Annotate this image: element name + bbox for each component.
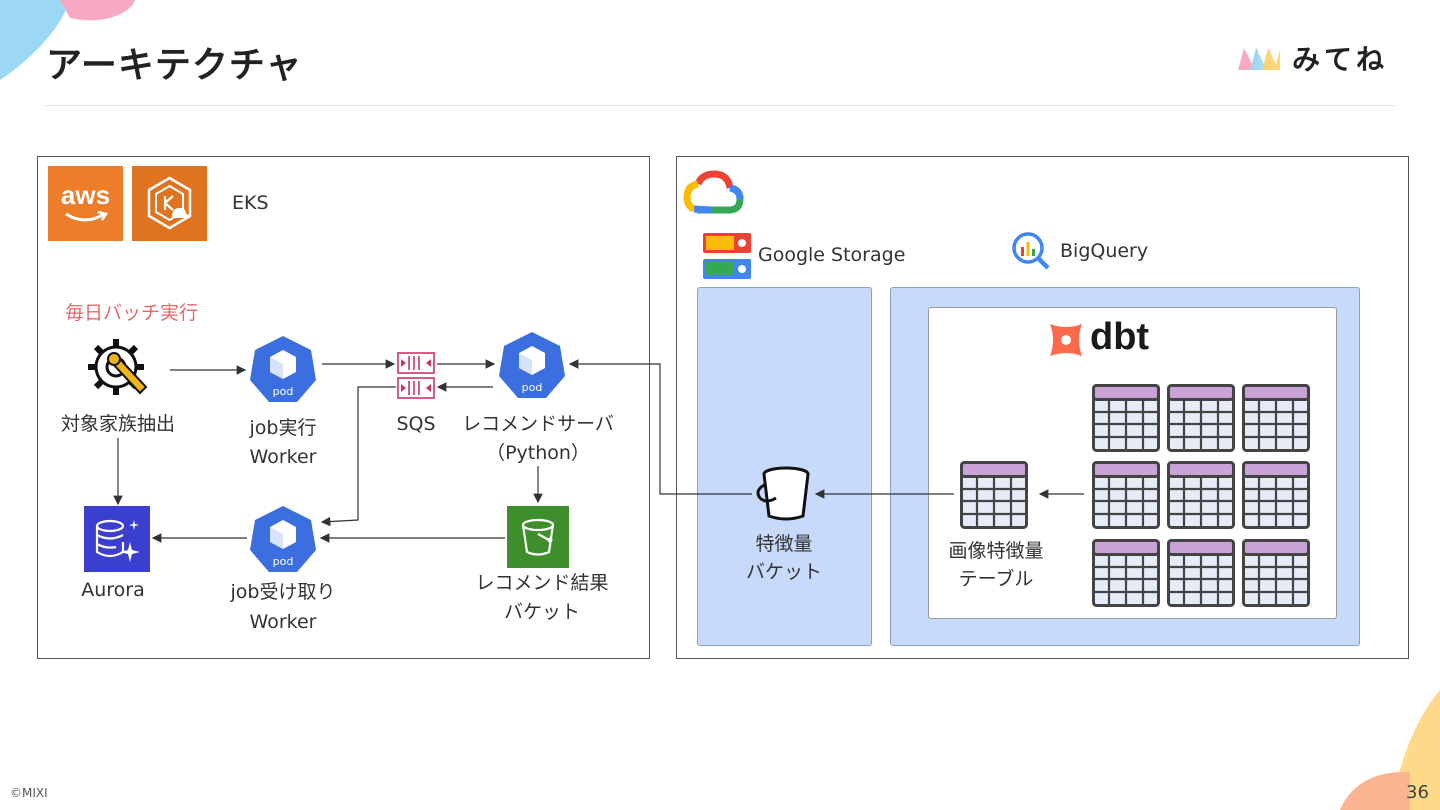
- mitene-logo-icon: [1238, 48, 1280, 70]
- aws-logo: aws: [48, 166, 123, 241]
- pod-text: pod: [522, 381, 543, 394]
- pod-rec-server-icon: pod: [499, 332, 565, 398]
- dbt-label: dbt: [1090, 316, 1150, 358]
- google-storage-area: [697, 287, 872, 646]
- aurora-icon: [84, 506, 150, 572]
- job-receive-label-2: Worker: [249, 611, 317, 633]
- gear-wrench-icon: [88, 339, 148, 395]
- feature-bucket-label-2: バケット: [745, 561, 822, 583]
- pod-job-receive-icon: pod: [250, 506, 316, 572]
- image-feature-table-icon: [960, 461, 1028, 529]
- google-storage-label: Google Storage: [758, 244, 906, 266]
- rec-result-label-1: レコメンド結果: [475, 572, 609, 594]
- feature-bucket-label-1: 特徴量: [755, 533, 813, 555]
- title-divider: [44, 105, 1396, 106]
- image-feature-table-label-1: 画像特徴量: [948, 540, 1044, 562]
- rec-server-label-2: （Python）: [486, 442, 590, 464]
- feature-bucket-icon: [756, 466, 810, 521]
- rec-server-label-1: レコメンドサーバ: [462, 413, 614, 435]
- job-receive-label-1: job受け取り: [230, 581, 336, 603]
- pod-job-exec-icon: pod: [250, 336, 316, 402]
- dbt-logo-icon: [1050, 324, 1082, 356]
- extract-label: 対象家族抽出: [60, 413, 175, 435]
- rec-result-label-2: バケット: [503, 601, 580, 623]
- page-number: 36: [1406, 782, 1429, 803]
- corner-decoration-top-left: [0, 0, 135, 80]
- image-feature-table-label-2: テーブル: [958, 568, 1034, 590]
- brand-logo: みてね: [1236, 40, 1388, 76]
- google-storage-icon: [703, 233, 751, 279]
- bigquery-icon: [1012, 232, 1050, 270]
- s3-bucket-icon: [507, 506, 569, 568]
- batch-label: 毎日バッチ実行: [65, 302, 199, 324]
- pod-text: pod: [273, 385, 294, 398]
- copyright: ©MIXI: [10, 786, 48, 800]
- sqs-label: SQS: [396, 413, 436, 435]
- bigquery-label: BigQuery: [1060, 240, 1149, 262]
- aurora-label: Aurora: [81, 579, 145, 601]
- eks-label: EKS: [232, 192, 269, 214]
- job-exec-label-2: Worker: [249, 446, 317, 468]
- sqs-icon: [397, 352, 435, 399]
- corner-decoration-bottom-right: [1340, 690, 1440, 810]
- google-cloud-icon: [683, 170, 744, 214]
- eks-logo: [132, 166, 207, 241]
- aws-logo-text: aws: [60, 180, 111, 210]
- eks-icon: [147, 176, 192, 230]
- brand-name: みてね: [1292, 43, 1389, 76]
- pod-text: pod: [273, 555, 294, 568]
- aws-smile-icon: [65, 210, 109, 222]
- page-title: アーキテクチャ: [46, 45, 303, 86]
- job-exec-label-1: job実行: [249, 417, 317, 439]
